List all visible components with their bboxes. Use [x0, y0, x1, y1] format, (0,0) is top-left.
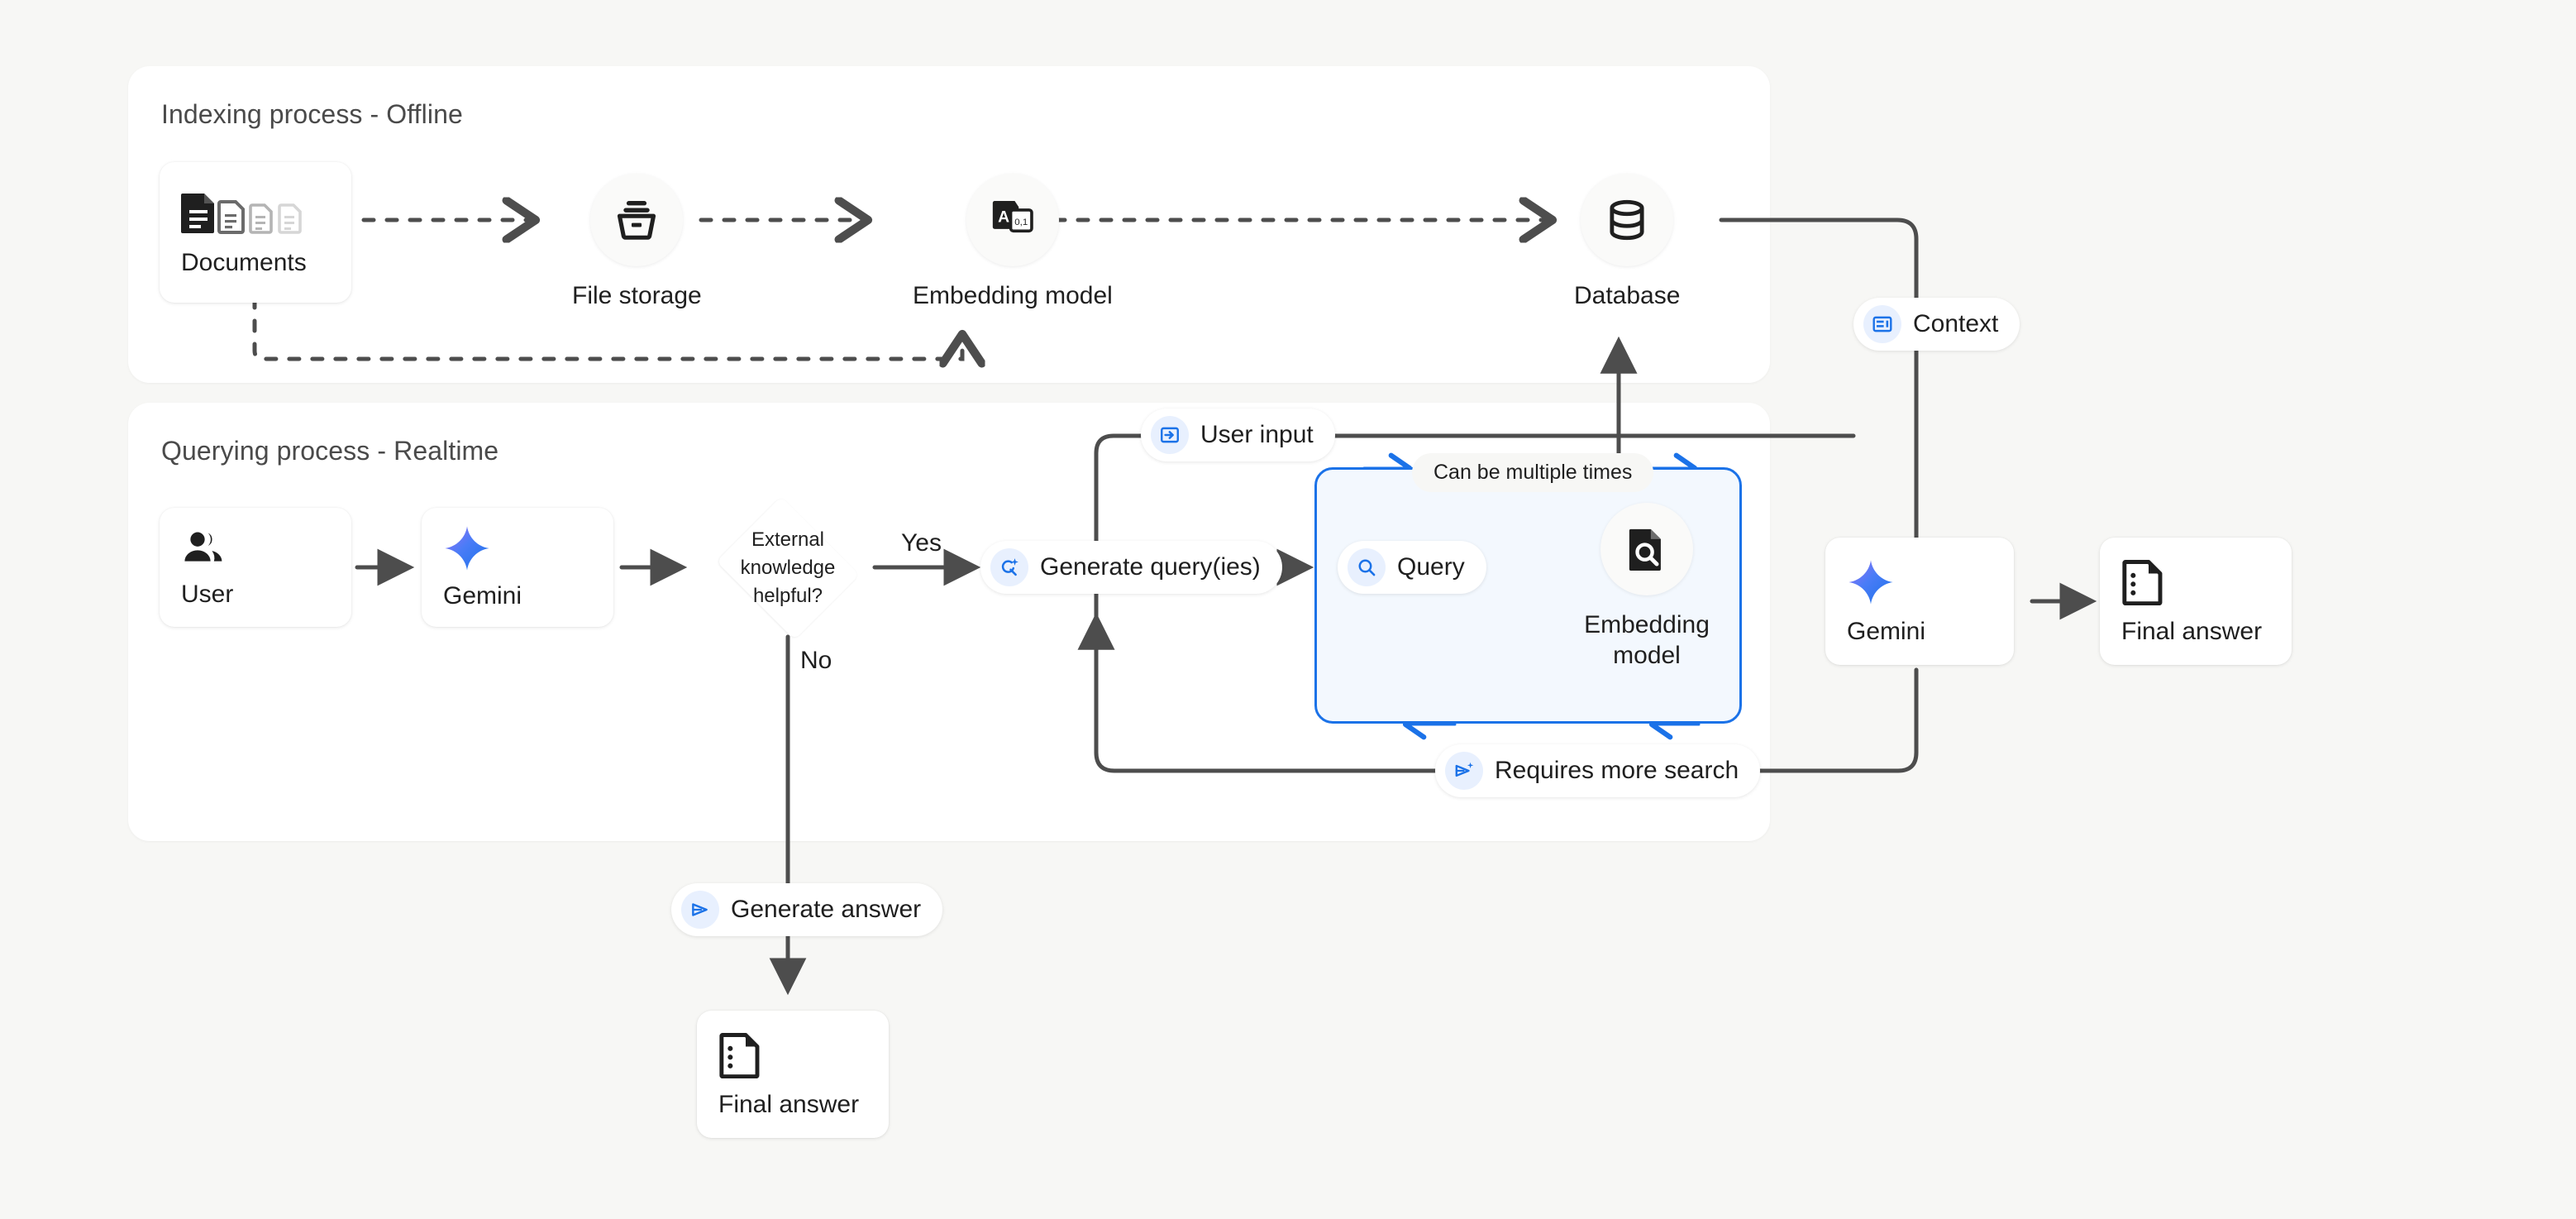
context-panel-icon: [1863, 305, 1901, 343]
node-label-embedding-model-indexing: Embedding model: [913, 282, 1113, 309]
answer-doc-icon: [2121, 557, 2270, 608]
edge-database-to-gemini-context: [1719, 218, 1935, 589]
edge-label-no: No: [800, 647, 832, 674]
node-label-final-answer-bottom: Final answer: [718, 1091, 860, 1118]
gemini-spark-icon: [1847, 557, 1992, 608]
generate-queries-pill[interactable]: Generate query(ies): [980, 541, 1282, 594]
can-be-multiple-times-text: Can be multiple times: [1433, 461, 1633, 484]
user-group-icon: [181, 526, 330, 571]
node-label-user: User: [181, 581, 234, 608]
answer-doc-icon: [718, 1030, 867, 1081]
document-search-icon: [1600, 503, 1693, 595]
edge-user-input-line: [1094, 433, 1856, 623]
node-label-gemini-right: Gemini: [1847, 618, 1926, 645]
node-embedding-model-querying[interactable]: Embedding model: [1572, 503, 1721, 671]
node-gemini-left[interactable]: Gemini: [422, 508, 613, 627]
node-label-database: Database: [1574, 282, 1681, 309]
node-database[interactable]: Database: [1574, 174, 1680, 312]
node-user[interactable]: User: [160, 508, 351, 627]
node-label-embedding-model-querying: Embedding model: [1584, 611, 1710, 669]
can-be-multiple-times-label: Can be multiple times: [1412, 453, 1654, 492]
query-pill[interactable]: Query: [1338, 541, 1486, 594]
search-icon: [1348, 548, 1386, 586]
database-icon: [1581, 174, 1674, 266]
send-icon: [681, 891, 719, 929]
node-label-file-storage: File storage: [572, 282, 702, 309]
node-final-answer-bottom[interactable]: Final answer: [697, 1011, 889, 1138]
generate-answer-pill[interactable]: Generate answer: [671, 883, 943, 936]
embedding-model-icon: A 0,1: [966, 174, 1059, 266]
node-label-final-answer-right: Final answer: [2121, 618, 2263, 645]
panel-title-querying: Querying process - Realtime: [161, 436, 499, 466]
decision-line-2: knowledge: [740, 556, 836, 579]
file-storage-icon: [590, 174, 684, 266]
edge-label-yes: Yes: [901, 529, 942, 557]
svg-text:0,1: 0,1: [1014, 218, 1028, 227]
edge-documents-to-embedding-chunks: [252, 295, 962, 359]
decision-text: External knowledge helpful?: [711, 504, 865, 632]
node-documents[interactable]: Documents: [160, 162, 351, 303]
context-pill-label: Context: [1913, 310, 1999, 337]
node-embedding-model-indexing[interactable]: A 0,1 Embedding model: [913, 174, 1113, 312]
requires-more-search-pill[interactable]: Requires more search: [1435, 744, 1761, 797]
send-sparkle-icon: [1445, 752, 1483, 790]
node-label-gemini-left: Gemini: [443, 582, 522, 610]
node-gemini-right[interactable]: Gemini: [1825, 538, 2014, 665]
search-sparkle-icon: [990, 548, 1028, 586]
gemini-spark-icon: [443, 524, 592, 572]
login-arrow-icon: [1151, 416, 1189, 454]
decision-line-1: External: [751, 528, 825, 551]
documents-icon: [181, 188, 330, 239]
generate-answer-pill-label: Generate answer: [731, 896, 922, 923]
generate-queries-pill-label: Generate query(ies): [1040, 553, 1261, 581]
panel-title-indexing: Indexing process - Offline: [161, 99, 463, 129]
node-label-documents: Documents: [181, 249, 307, 276]
requires-more-search-pill-label: Requires more search: [1495, 757, 1739, 784]
user-input-pill[interactable]: User input: [1141, 409, 1335, 461]
user-input-pill-label: User input: [1200, 421, 1314, 448]
svg-text:A: A: [998, 208, 1009, 226]
query-pill-label: Query: [1397, 553, 1465, 581]
decision-external-knowledge[interactable]: External knowledge helpful?: [711, 496, 865, 640]
node-file-storage[interactable]: File storage: [572, 174, 702, 312]
node-final-answer-right[interactable]: Final answer: [2100, 538, 2292, 665]
decision-line-3: helpful?: [752, 585, 823, 608]
context-pill[interactable]: Context: [1853, 298, 2020, 351]
